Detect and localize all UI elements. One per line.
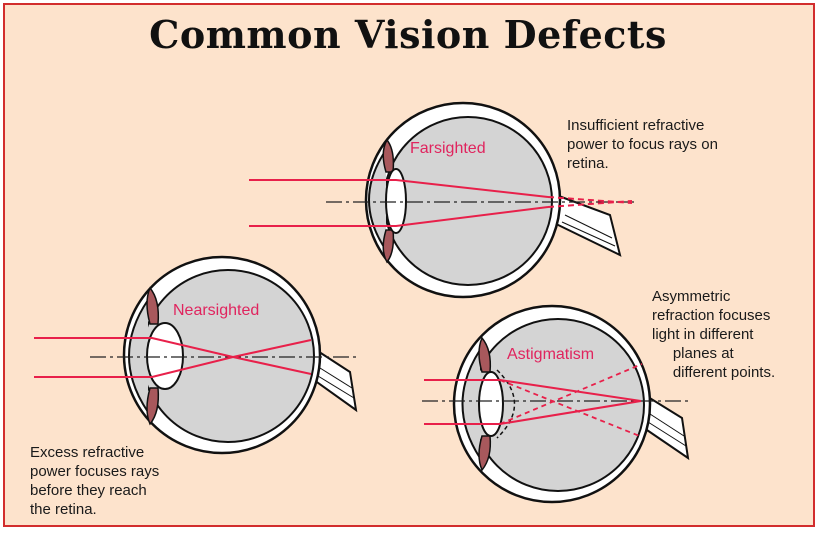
farsighted-iris-bottom	[382, 229, 395, 264]
farsighted-extended-ray	[547, 200, 633, 208]
astigmatism-iris-top	[478, 336, 492, 373]
farsighted-iris-top	[382, 138, 395, 173]
astigmatism-nerve-line	[649, 413, 685, 437]
farsighted-label: Farsighted	[410, 140, 486, 157]
astigmatism-distorted-cornea	[496, 369, 516, 439]
farsighted-eye: Farsighted	[249, 101, 634, 299]
farsighted-ray	[249, 179, 549, 198]
farsighted-nerve-line	[564, 214, 613, 239]
farsighted-lens	[385, 168, 407, 234]
astigmatism-lens	[478, 371, 504, 437]
astigmatism-secondary-ray	[499, 363, 643, 425]
farsighted-nerve-line	[561, 221, 616, 247]
farsighted-ray	[249, 206, 549, 227]
nearsighted-cornea	[128, 299, 149, 413]
nearsighted-label: Nearsighted	[173, 302, 259, 319]
nearsighted-ray	[34, 337, 312, 375]
nearsighted-nerve-line	[317, 375, 355, 399]
astigmatism-secondary-ray	[499, 379, 643, 438]
astigmatism-nerve-line	[647, 421, 687, 447]
farsighted-caption: Insufficient refractive power to focus r…	[567, 117, 718, 172]
nearsighted-nerve-line	[319, 367, 353, 389]
astigmatism-iris-bottom	[478, 435, 492, 472]
nearsighted-ray	[34, 339, 312, 378]
astigmatism-cornea	[461, 349, 481, 459]
nearsighted-iris-top	[146, 286, 160, 325]
nearsighted-lens	[146, 322, 184, 390]
nearsighted-eye: Nearsighted	[34, 255, 358, 455]
nearsighted-iris-bottom	[146, 387, 160, 426]
astigmatism-caption: Asymmetric refraction focuses light in d…	[652, 288, 776, 381]
astigmatism-label: Astigmatism	[507, 346, 594, 363]
page-title: Common Vision Defects	[149, 12, 667, 57]
nearsighted-caption: Excess refractive power focuses rays bef…	[30, 444, 160, 518]
astigmatism-eye: Astigmatism	[422, 304, 690, 504]
